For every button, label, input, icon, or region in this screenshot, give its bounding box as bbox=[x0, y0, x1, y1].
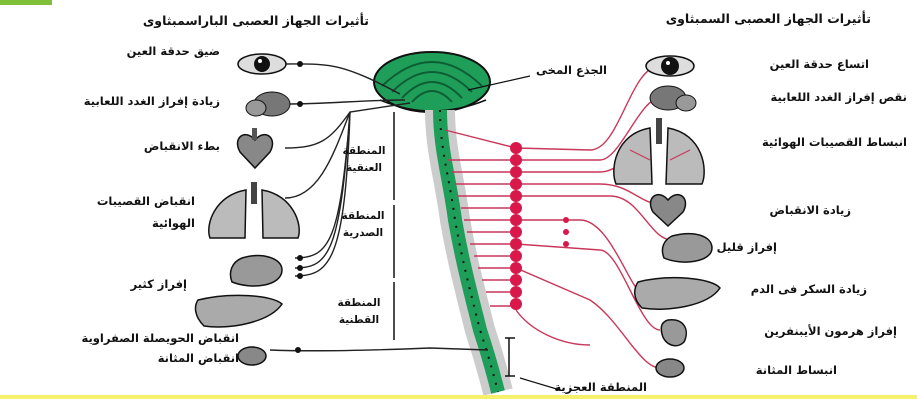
region-lumbar: المنطقة القطنية bbox=[332, 295, 386, 329]
para-effect-heart: بطء الانقباض bbox=[144, 139, 220, 153]
sym-effect-stomach: إفراز قليل bbox=[717, 240, 777, 254]
para-effect-lungs: انقباض القصيبات الهوائية bbox=[79, 190, 195, 234]
para-effect-gallbladder: انقباض الحويصلة الصفراوية bbox=[81, 331, 239, 345]
salivary-gland-icon bbox=[650, 86, 696, 111]
sym-effect-heart: زيادة الانقباض bbox=[769, 203, 851, 217]
eye-icon bbox=[646, 56, 694, 76]
adrenal-icon bbox=[661, 320, 686, 346]
region-thoracic: المنطقة الصدرية bbox=[336, 208, 390, 242]
region-sacral: المنطقة العجزية bbox=[554, 380, 647, 394]
brainstem-label: الجذع المخى bbox=[536, 63, 607, 77]
para-effect-salivary: زيادة إفراز الغدد اللعابية bbox=[84, 94, 220, 108]
sym-effect-salivary: نقص إفراز الغدد اللعابية bbox=[770, 90, 907, 104]
sym-effect-lungs: انبساط القصيبات الهوائية bbox=[747, 131, 907, 153]
sympathetic-title: تأثيرات الجهاز العصبى السمبثاوى bbox=[666, 11, 871, 26]
sym-effect-bladder: انبساط المثانة bbox=[756, 363, 837, 377]
para-effect-bladder: انقباض المثانة bbox=[158, 351, 239, 365]
bladder-icon bbox=[656, 359, 684, 377]
liver-icon bbox=[635, 278, 720, 309]
lungs-icon bbox=[209, 182, 299, 238]
stomach-icon bbox=[230, 256, 282, 286]
eye-icon bbox=[238, 54, 286, 74]
brain-icon bbox=[374, 52, 490, 112]
para-effect-stomach: إفراز كثير bbox=[131, 277, 187, 291]
heart-icon bbox=[238, 128, 273, 168]
bottom-bar bbox=[0, 395, 917, 399]
sym-effect-liver: زيادة السكر فى الدم bbox=[751, 282, 867, 296]
liver-icon bbox=[196, 295, 282, 327]
parasympathetic-title: تأثيرات الجهاز العصبى الباراسمبثاوى bbox=[143, 13, 369, 28]
region-cervical: المنطقة العنقية bbox=[338, 143, 390, 177]
sym-effect-eye: اتساع حدقة العين bbox=[770, 57, 869, 71]
bladder-icon bbox=[238, 347, 266, 365]
para-effect-eye: ضيق حدقة العين bbox=[127, 44, 220, 58]
sympathetic-ganglia bbox=[510, 142, 569, 310]
salivary-gland-icon bbox=[246, 92, 290, 116]
lungs-icon bbox=[614, 118, 704, 184]
stomach-icon bbox=[662, 234, 712, 262]
sym-effect-adrenal: إفراز هرمون الأيبنفرين bbox=[764, 324, 897, 338]
heart-icon bbox=[651, 195, 686, 226]
